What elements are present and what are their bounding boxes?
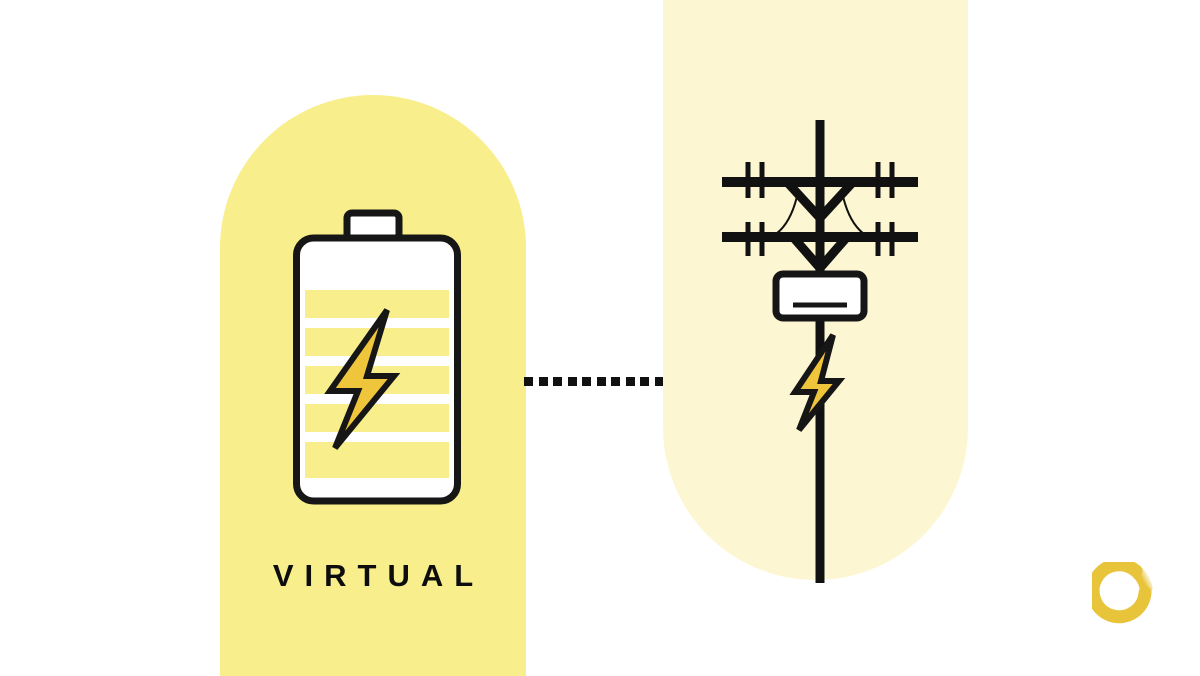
connector-dot [582,377,592,386]
connector-dot [596,377,606,386]
connector-dot [625,377,635,386]
dotted-connection-line [524,377,664,386]
utility-pole-icon [700,110,940,590]
panel-caption-virtual: VIRTUAL [272,558,485,593]
brand-logo[interactable] [1086,558,1158,628]
transformer-box [772,270,868,322]
connector-dot [567,377,577,386]
connector-dot [640,377,650,386]
connector-dot [524,377,533,386]
connector-dot [538,377,548,386]
connector-dot [553,377,563,386]
battery-charging-icon [291,208,463,508]
connector-dot [611,377,621,386]
connector-dot [654,377,664,386]
